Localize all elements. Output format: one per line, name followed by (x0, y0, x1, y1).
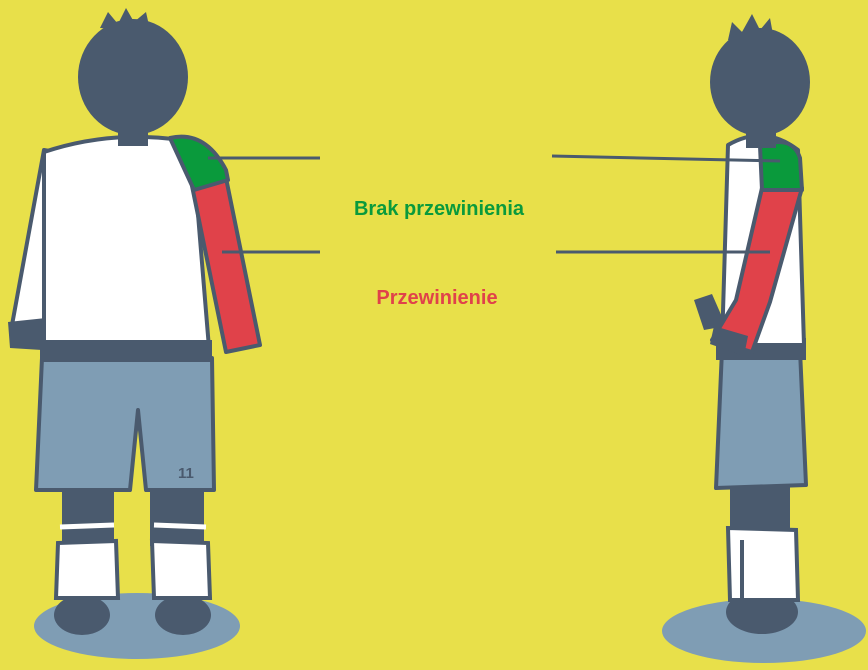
front-right-sock (152, 541, 210, 598)
side-head (710, 28, 810, 136)
front-head (78, 19, 188, 135)
side-shoulder-no-foul-zone (760, 142, 802, 190)
front-left-sock (56, 541, 118, 598)
front-player (8, 8, 260, 659)
no-foul-label: Brak przewinienia (354, 198, 524, 221)
front-right-shoe (155, 595, 211, 635)
front-left-shoe (54, 595, 110, 635)
front-waistband (40, 340, 212, 362)
foul-label: Przewinienie (376, 287, 497, 310)
shorts-number: 11 (178, 465, 194, 482)
side-sock (728, 528, 798, 600)
side-player (662, 14, 866, 663)
side-shorts (716, 350, 806, 488)
